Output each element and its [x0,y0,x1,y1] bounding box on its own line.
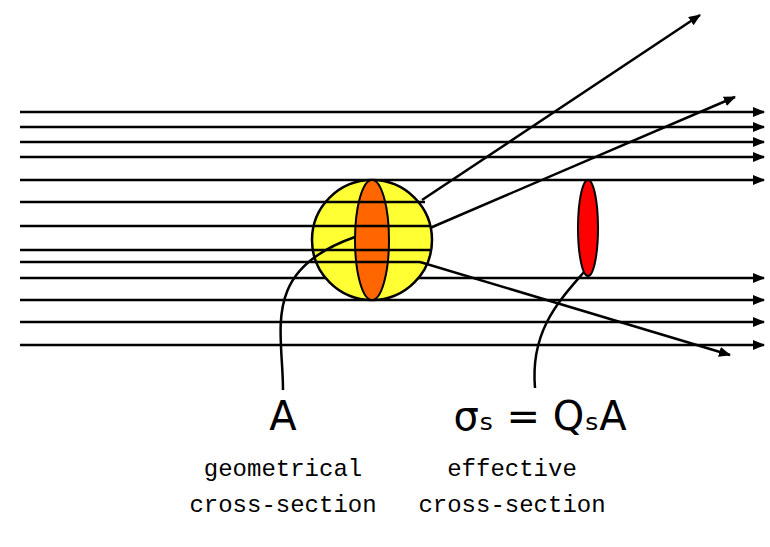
incident-rays [20,112,764,345]
effective-cross-section [578,180,598,276]
leader-lines [281,237,584,390]
caption-text: effective cross-section [407,452,617,524]
geometrical-cross-section [355,180,389,300]
caption-text: geometrical cross-section [178,452,388,524]
cross-section-formula: σₛ = QₛA [454,392,627,440]
area-symbol: A [269,392,296,440]
rays-through-particle [20,202,430,262]
particle [312,180,432,300]
scattered-rays [420,15,735,355]
